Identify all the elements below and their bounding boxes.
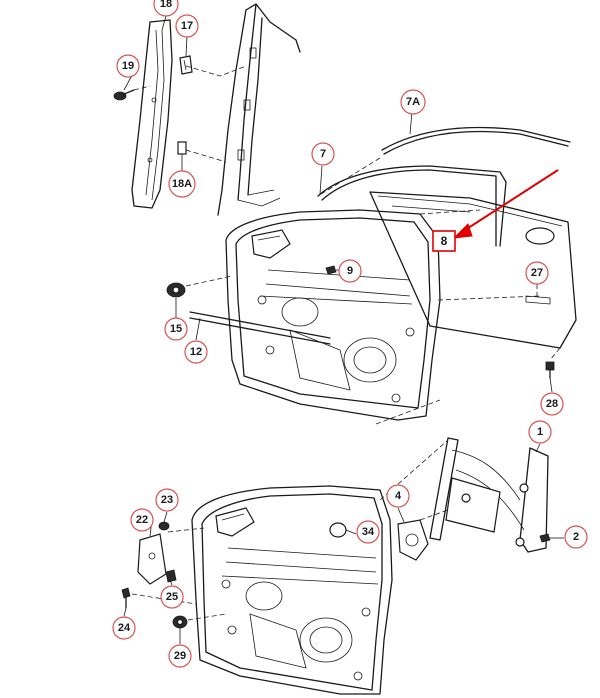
belt-moulding-12 bbox=[189, 311, 331, 345]
clip-17 bbox=[179, 55, 193, 75]
svg-text:8: 8 bbox=[441, 234, 448, 248]
bolt-23 bbox=[158, 521, 170, 531]
door-seal-7 bbox=[317, 165, 507, 247]
callout-2[interactable]: 2 bbox=[564, 525, 588, 549]
upper-mirror-bracket bbox=[251, 229, 291, 259]
callout-12[interactable]: 12 bbox=[184, 340, 208, 364]
callout-4[interactable]: 4 bbox=[386, 484, 410, 508]
svg-text:7A: 7A bbox=[406, 96, 420, 108]
svg-text:22: 22 bbox=[136, 514, 148, 526]
lower-mirror-bracket bbox=[215, 507, 255, 537]
pillar-trim-panel bbox=[131, 19, 173, 209]
callout-23[interactable]: 23 bbox=[155, 488, 179, 512]
highlight-arrow bbox=[452, 169, 559, 239]
body-pillar bbox=[217, 3, 301, 216]
svg-text:17: 17 bbox=[181, 20, 193, 32]
window-regulator bbox=[429, 437, 549, 553]
callout-1[interactable]: 1 bbox=[528, 420, 552, 444]
glass-run-seal-7a bbox=[381, 126, 571, 155]
svg-text:12: 12 bbox=[190, 346, 202, 358]
bracket-22 bbox=[137, 533, 167, 585]
clip-25 bbox=[165, 569, 177, 583]
speaker-grommet-29 bbox=[172, 615, 188, 629]
callout-27[interactable]: 27 bbox=[525, 261, 549, 285]
plug-34 bbox=[329, 522, 347, 538]
svg-text:2: 2 bbox=[573, 531, 579, 543]
upper-door-inner-openings bbox=[257, 295, 415, 403]
screw-28 bbox=[545, 361, 555, 379]
trim-strip-27 bbox=[525, 284, 551, 305]
svg-text:19: 19 bbox=[122, 60, 134, 72]
callout-19[interactable]: 19 bbox=[116, 54, 140, 78]
grommet-15 bbox=[166, 282, 186, 298]
callout-7a[interactable]: 7A bbox=[400, 89, 426, 115]
callout-24[interactable]: 24 bbox=[112, 616, 136, 640]
callout-28[interactable]: 28 bbox=[540, 392, 564, 416]
svg-text:24: 24 bbox=[118, 622, 131, 634]
screw-2 bbox=[539, 533, 551, 543]
lower-door-inner-openings bbox=[221, 579, 371, 681]
callout-18a[interactable]: 18A bbox=[168, 170, 196, 198]
clip-18a bbox=[177, 141, 187, 155]
callout-25[interactable]: 25 bbox=[160, 585, 184, 609]
svg-text:9: 9 bbox=[347, 265, 353, 277]
svg-text:15: 15 bbox=[170, 323, 182, 335]
svg-text:25: 25 bbox=[166, 591, 178, 603]
callout-29[interactable]: 29 bbox=[168, 644, 192, 668]
lower-door-shell bbox=[191, 485, 393, 695]
callout-7[interactable]: 7 bbox=[311, 142, 335, 166]
svg-text:1: 1 bbox=[537, 426, 543, 438]
svg-text:18: 18 bbox=[160, 0, 172, 10]
svg-text:34: 34 bbox=[362, 526, 375, 538]
callout-17[interactable]: 17 bbox=[175, 14, 199, 38]
svg-text:18A: 18A bbox=[172, 178, 192, 190]
callout-22[interactable]: 22 bbox=[130, 508, 154, 532]
upper-door-shell bbox=[225, 209, 441, 421]
svg-text:4: 4 bbox=[395, 490, 402, 502]
door-glass bbox=[369, 191, 577, 349]
fastener-19 bbox=[113, 89, 135, 101]
leader-lines bbox=[123, 15, 564, 644]
svg-text:7: 7 bbox=[320, 148, 326, 160]
bolt-9 bbox=[325, 265, 337, 275]
regulator-motor-4 bbox=[397, 519, 429, 561]
svg-text:29: 29 bbox=[174, 650, 186, 662]
callout-15[interactable]: 15 bbox=[164, 317, 188, 341]
callout-9[interactable]: 9 bbox=[338, 259, 362, 283]
svg-text:23: 23 bbox=[161, 494, 173, 506]
screw-24 bbox=[121, 587, 131, 609]
callout-34[interactable]: 34 bbox=[356, 520, 380, 544]
svg-text:27: 27 bbox=[531, 267, 543, 279]
callout-18[interactable]: 18 bbox=[153, 0, 179, 17]
callout-8-highlighted[interactable]: 8 bbox=[432, 230, 456, 252]
svg-text:28: 28 bbox=[546, 398, 558, 410]
